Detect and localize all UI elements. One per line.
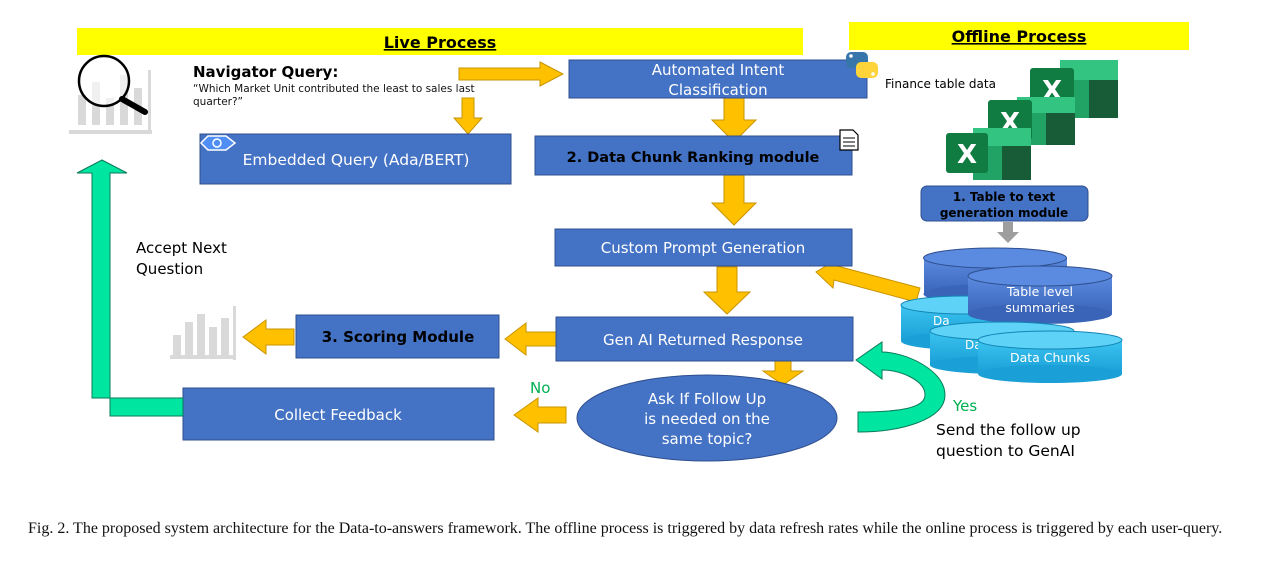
excel-icon-1: X: [946, 128, 1031, 180]
live-process-banner: [77, 28, 803, 55]
send-follow-up-label-1: Send the follow up: [936, 421, 1081, 439]
navigator-query-text-1: “Which Market Unit contributed the least…: [193, 83, 475, 95]
decision-label-1: Ask If Follow Up: [648, 390, 766, 408]
decision-label-2: is needed on the: [644, 410, 770, 428]
arrow-response-to-decision: [761, 360, 805, 386]
search-analytics-icon: [69, 54, 152, 134]
ranking-label: 2. Data Chunk Ranking module: [567, 150, 820, 166]
decision-label-3: same topic?: [662, 430, 753, 448]
follow-up-loop-arrow: [855, 341, 946, 433]
summaries-label-1: Table level: [1006, 284, 1073, 299]
offline-process-title: Offline Process: [952, 27, 1087, 46]
chart-icon: [170, 306, 236, 360]
svg-text:X: X: [957, 140, 977, 170]
prompt-label: Custom Prompt Generation: [601, 239, 806, 257]
table-module-label-1: 1. Table to text: [953, 190, 1056, 204]
embedded-query-box: [199, 133, 512, 185]
data-label-partial-1: Da: [933, 314, 950, 328]
document-icon: [839, 129, 859, 151]
accept-next-label-2: Question: [136, 260, 203, 278]
navigator-query-text-2: quarter?”: [193, 96, 243, 108]
python-icon: [846, 52, 878, 78]
response-label: Gen AI Returned Response: [603, 331, 803, 349]
data-label-partial-2: Da: [965, 338, 982, 352]
collect-feedback-box: [182, 387, 495, 441]
arrow-prompt-to-response: [702, 266, 752, 315]
navigator-query-title: Navigator Query:: [193, 63, 338, 81]
genai-response-box: [555, 316, 854, 362]
table-module-label-2: generation module: [940, 206, 1068, 220]
data-chunks-cylinder: [977, 330, 1123, 383]
follow-up-decision: [576, 374, 838, 462]
custom-prompt-box: [554, 228, 853, 267]
feedback-label: Collect Feedback: [274, 406, 402, 424]
data-chunks-label: Data Chunks: [1010, 350, 1090, 365]
intent-label-1: Automated Intent: [652, 61, 785, 79]
offline-process-banner: [849, 22, 1189, 50]
arrow-scoring-to-chart: [242, 319, 295, 355]
finance-data-label: Finance table data: [885, 77, 996, 91]
arrow-ranking-to-prompt: [710, 174, 758, 226]
arrow-query-to-embedded: [452, 97, 484, 135]
arrow-query-to-intent: [458, 61, 565, 87]
arrow-decision-to-feedback: [513, 397, 567, 433]
accept-next-label-1: Accept Next: [136, 239, 227, 257]
send-follow-up-label-2: question to GenAI: [936, 442, 1075, 460]
figure-caption: Fig. 2. The proposed system architecture…: [28, 520, 1223, 537]
data-chunk-ranking-box: [534, 135, 853, 176]
intent-classification-box: [568, 59, 868, 99]
scoring-label: 3. Scoring Module: [322, 328, 475, 346]
summaries-cylinder-front: [967, 265, 1113, 324]
summaries-label-2: summaries: [1005, 300, 1074, 315]
intent-label-2: Classification: [668, 81, 767, 99]
scoring-module-box: [295, 314, 500, 359]
no-label: No: [530, 379, 550, 397]
table-to-text-module-box: [920, 185, 1089, 222]
live-process-title: Live Process: [384, 33, 497, 52]
bigquery-icon: [199, 135, 237, 151]
arrow-response-to-scoring: [504, 321, 557, 357]
yes-label: Yes: [952, 397, 977, 415]
embedded-query-label: Embedded Query (Ada/BERT): [243, 151, 470, 169]
arrow-feedback-to-query: [76, 159, 184, 417]
arrow-intent-to-ranking: [710, 97, 758, 143]
